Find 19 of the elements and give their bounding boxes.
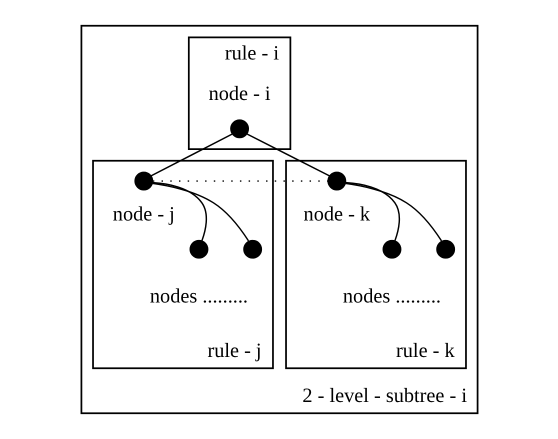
connector bbox=[152, 180, 327, 182]
node-circle bbox=[230, 119, 249, 138]
node-label: node - i bbox=[208, 83, 270, 106]
node-circle bbox=[436, 240, 455, 259]
connector bbox=[150, 133, 232, 177]
connector bbox=[246, 133, 330, 177]
node-circle bbox=[134, 172, 153, 190]
label: nodes ......... bbox=[149, 286, 248, 308]
node-circle bbox=[382, 240, 401, 259]
connector bbox=[152, 182, 249, 242]
node-circle bbox=[326, 172, 346, 190]
label: nodes ......... bbox=[342, 286, 441, 308]
connector bbox=[345, 182, 400, 241]
node-circle bbox=[189, 240, 208, 259]
node-label: node - k bbox=[303, 204, 370, 226]
node-circle bbox=[242, 240, 262, 259]
node-label: node - j bbox=[112, 204, 174, 226]
connector bbox=[345, 182, 442, 242]
connector bbox=[152, 182, 207, 241]
